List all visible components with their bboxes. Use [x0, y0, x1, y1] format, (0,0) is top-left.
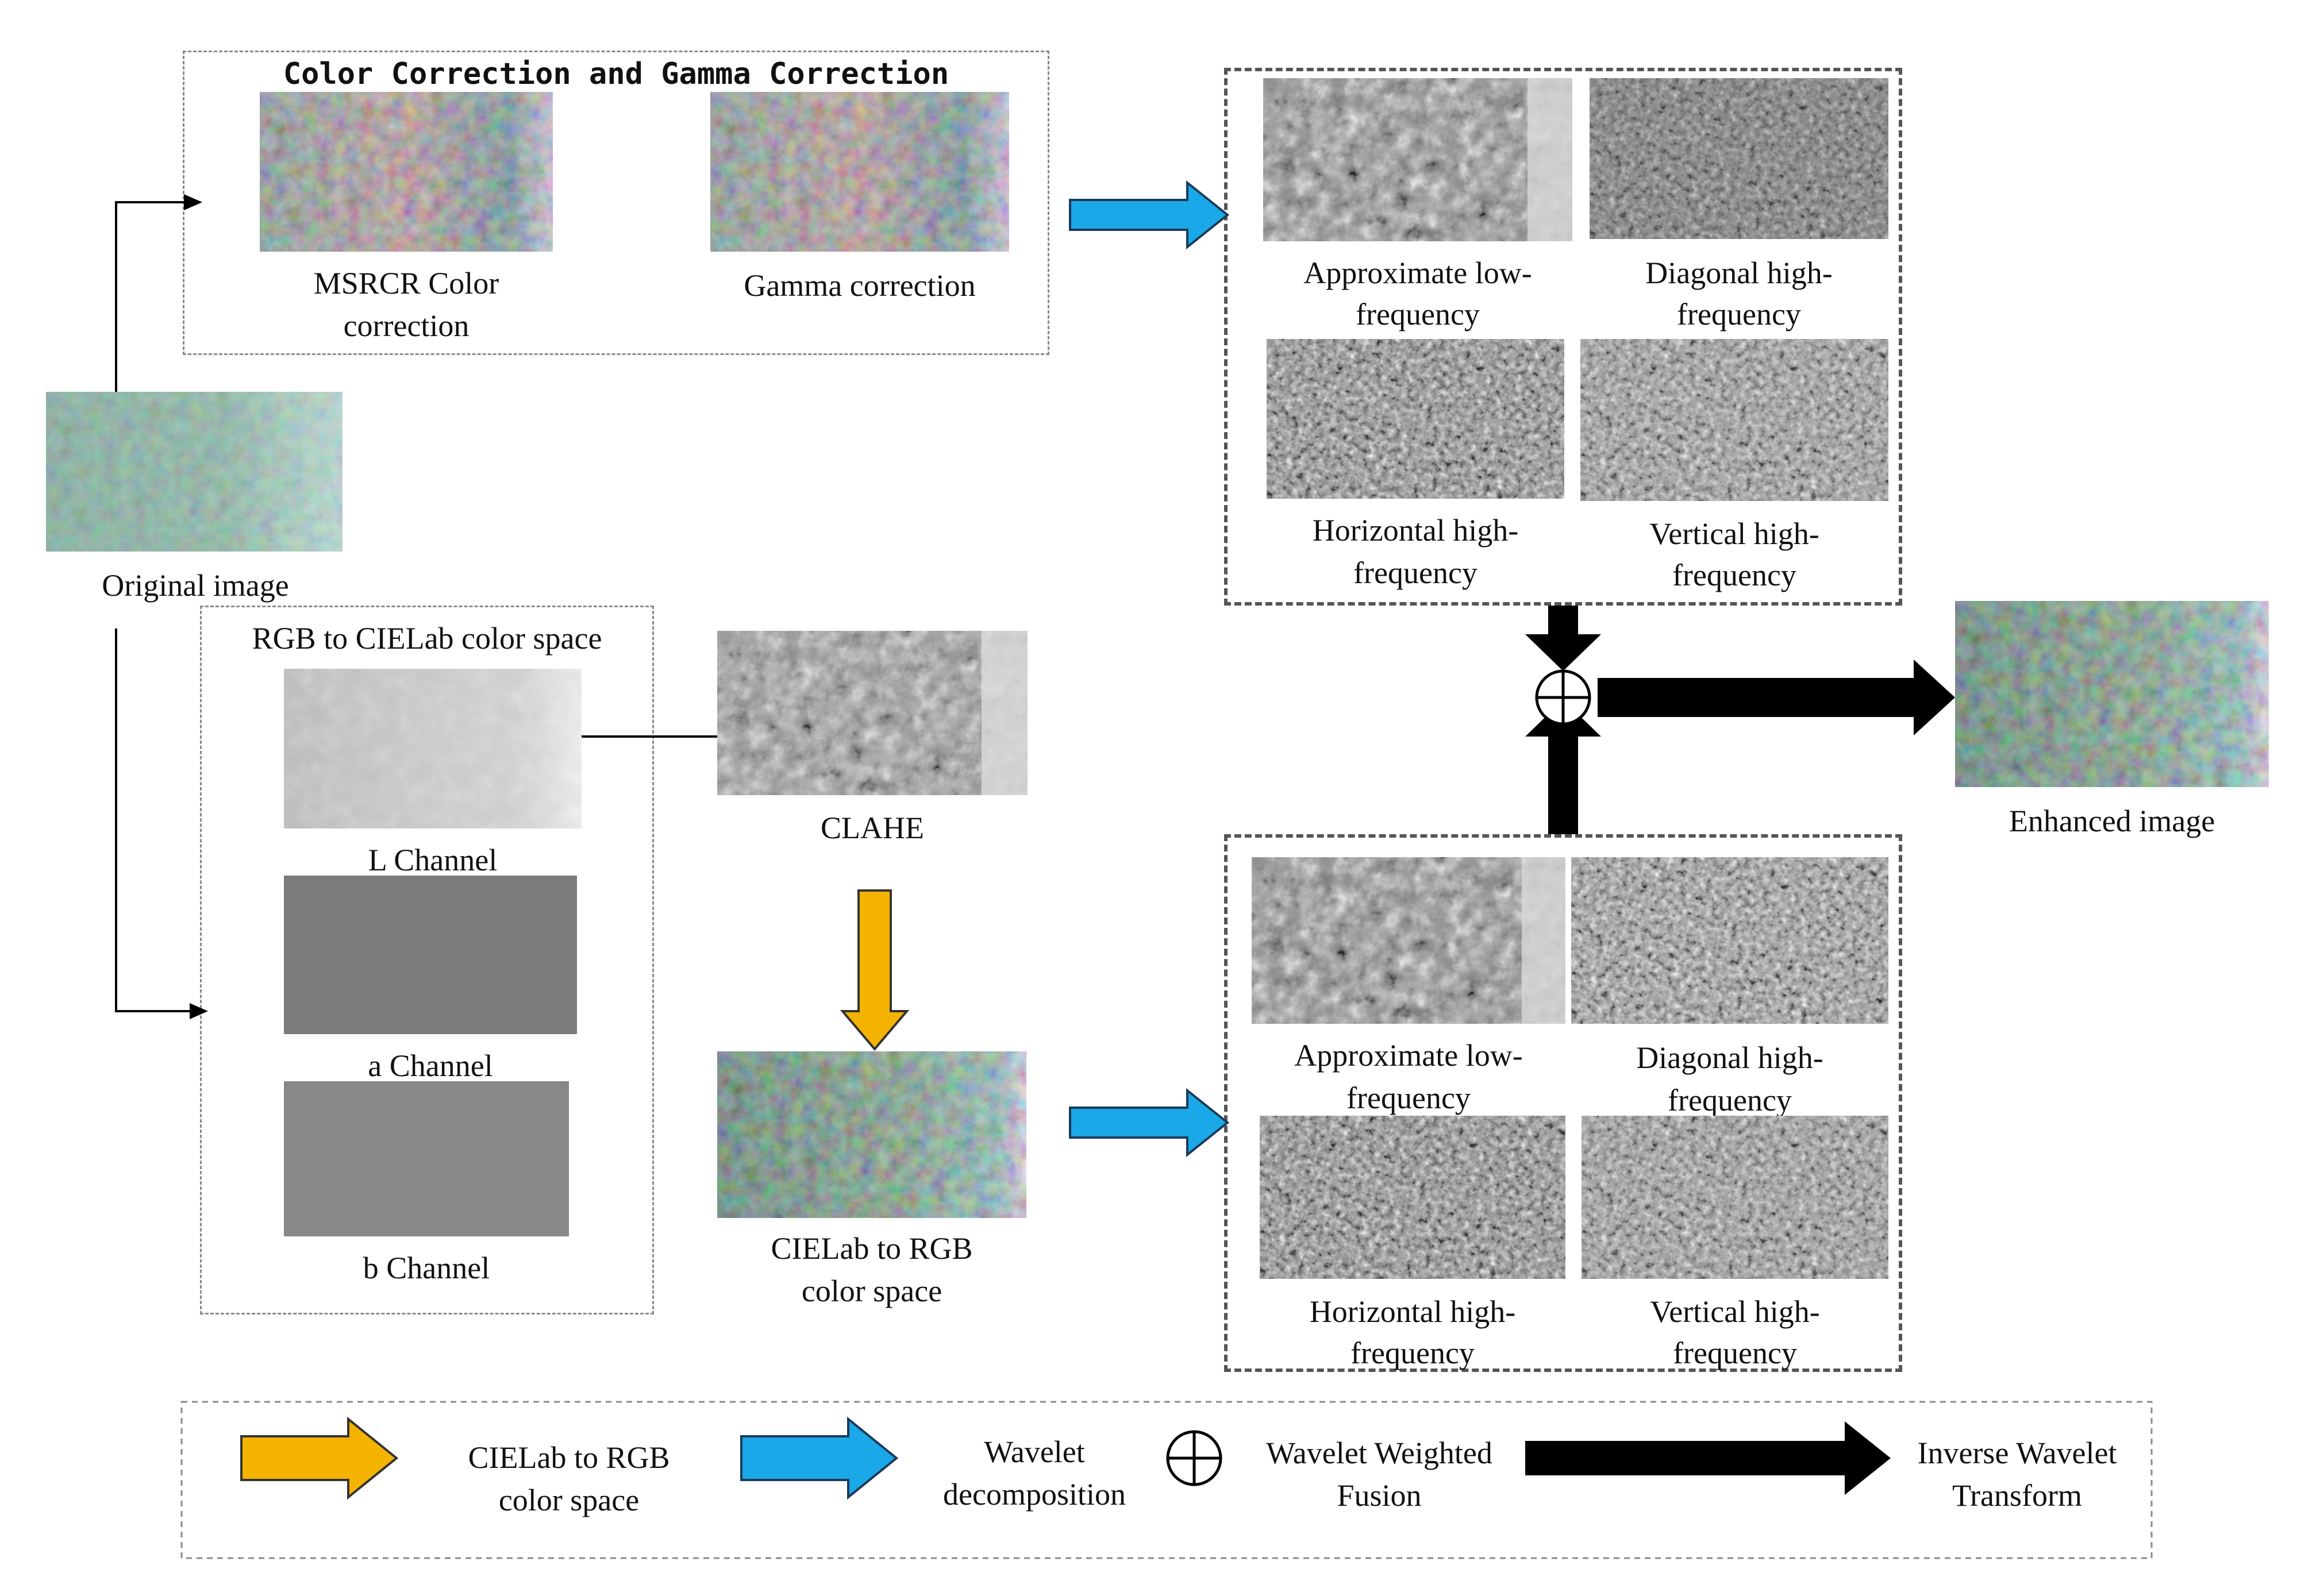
yellow-arrow	[840, 889, 910, 1051]
wavelet-bottom-box	[1224, 834, 1902, 1372]
a-channel-image	[284, 876, 577, 1034]
legend-inverse-line2: Transform	[1952, 1478, 2083, 1513]
wb-approx-line1: Approximate low-	[1294, 1038, 1523, 1073]
cielab-rgb-image	[717, 1051, 1026, 1218]
wt-vert-line1: Vertical high-	[1649, 516, 1819, 551]
msrcr-image	[260, 92, 553, 252]
wt-approx-image	[1263, 78, 1572, 241]
wt-approx-line2: frequency	[1356, 297, 1480, 331]
original-label: Original image	[102, 568, 289, 603]
black-arrow-up	[1525, 700, 1601, 834]
legend-blue-line1: Wavelet	[984, 1435, 1085, 1469]
clahe-image	[717, 631, 1028, 795]
legend-black-arrow	[1525, 1421, 1891, 1495]
wb-horiz-line2: frequency	[1350, 1336, 1475, 1370]
original-image	[46, 392, 343, 552]
wt-vert-line2: frequency	[1672, 558, 1796, 592]
blue-arrow-bottom	[1069, 1088, 1230, 1158]
gamma-label: Gamma correction	[744, 268, 976, 303]
clahe-label: CLAHE	[821, 811, 924, 845]
a-channel-label: a Channel	[368, 1049, 493, 1083]
wt-diag-line1: Diagonal high-	[1645, 256, 1833, 290]
legend-yellow-arrow	[240, 1416, 399, 1500]
cielab-rgb-label-line2: color space	[801, 1274, 942, 1308]
wt-horiz-line2: frequency	[1353, 556, 1477, 590]
legend-blue-line2: decomposition	[943, 1477, 1126, 1512]
wt-horiz-line1: Horizontal high-	[1312, 513, 1519, 548]
black-arrow-down	[1525, 606, 1601, 671]
wb-diag-image	[1571, 857, 1888, 1024]
wb-approx-line2: frequency	[1346, 1081, 1471, 1115]
enhanced-label: Enhanced image	[2009, 804, 2215, 838]
color-gamma-title: Color Correction and Gamma Correction	[283, 57, 949, 91]
gamma-image	[710, 92, 1009, 252]
wb-diag-line2: frequency	[1668, 1083, 1792, 1117]
wb-vert-image	[1582, 1116, 1888, 1279]
wavelet-top-box	[1224, 68, 1902, 606]
legend-fusion-line1: Wavelet Weighted	[1266, 1436, 1492, 1470]
split-connector-down	[115, 629, 190, 1012]
wb-diag-line1: Diagonal high-	[1636, 1040, 1823, 1075]
wt-approx-line1: Approximate low-	[1303, 256, 1532, 290]
black-arrow-right	[1598, 660, 1955, 735]
rgb-cielab-box	[200, 606, 654, 1315]
legend-yellow-line2: color space	[498, 1483, 640, 1517]
wb-horiz-line1: Horizontal high-	[1309, 1294, 1516, 1329]
msrcr-label-line1: MSRCR Color	[313, 266, 499, 300]
legend-blue-arrow	[740, 1416, 899, 1500]
wt-diag-line2: frequency	[1677, 297, 1801, 331]
split-arrowhead-up	[184, 194, 202, 210]
b-channel-image	[284, 1081, 569, 1236]
wt-diag-image	[1590, 78, 1888, 239]
wt-vert-image	[1580, 339, 1888, 501]
split-arrowhead-down	[190, 1003, 208, 1019]
legend-inverse-line1: Inverse Wavelet	[1917, 1436, 2117, 1470]
b-channel-label: b Channel	[363, 1251, 490, 1285]
wb-vert-line2: frequency	[1673, 1336, 1797, 1370]
cielab-rgb-label-line1: CIELab to RGB	[771, 1231, 973, 1266]
legend-yellow-line1: CIELab to RGB	[468, 1440, 670, 1475]
wb-horiz-image	[1260, 1116, 1565, 1279]
wb-approx-image	[1252, 857, 1565, 1024]
blue-arrow-top	[1069, 180, 1230, 250]
rgb-cielab-title: RGB to CIELab color space	[252, 621, 602, 656]
legend-box	[180, 1401, 2153, 1559]
split-connector-up	[115, 201, 184, 392]
wt-horiz-image	[1267, 339, 1564, 499]
enhanced-image	[1955, 601, 2269, 787]
msrcr-label-line2: correction	[343, 309, 470, 343]
wb-vert-line1: Vertical high-	[1650, 1294, 1820, 1329]
legend-fusion-line2: Fusion	[1337, 1478, 1422, 1513]
l-channel-label: L Channel	[368, 843, 498, 877]
l-channel-image	[284, 669, 582, 828]
